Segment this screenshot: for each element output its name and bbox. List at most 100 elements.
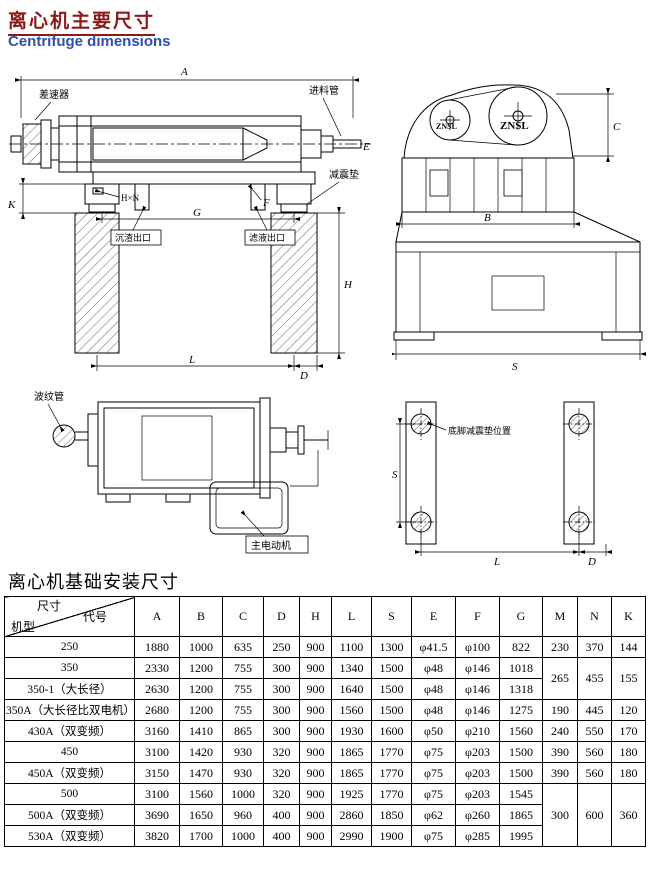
casing (401, 157, 575, 213)
value-cell-S: 1500 (371, 699, 412, 721)
value-cell-N: 560 (577, 741, 612, 763)
value-cell-B: 1200 (179, 699, 223, 721)
base-stand (393, 211, 643, 341)
value-cell-A: 3100 (134, 783, 180, 805)
drawing-end-view: ZNSL ZNSL C B (392, 84, 646, 373)
value-cell-B: 1420 (179, 741, 223, 763)
value-cell-B: 1410 (179, 720, 223, 742)
model-cell: 450A（双变频） (4, 762, 135, 784)
value-cell-S: 1500 (371, 657, 412, 679)
value-cell-M: 390 (542, 741, 578, 763)
model-cell: 350-1（大长径） (4, 678, 135, 700)
value-cell-E: φ75 (411, 783, 456, 805)
value-cell-F: φ146 (455, 699, 500, 721)
value-cell-L: 1865 (331, 762, 372, 784)
dim-label-e: E (362, 141, 370, 153)
value-cell-F: φ146 (455, 657, 500, 679)
foundation-rails (405, 401, 595, 545)
bellows-label: 波纹管 (34, 390, 64, 403)
dim-bottom-group: L D (91, 354, 323, 382)
value-cell-M: 190 (542, 699, 578, 721)
value-cell-B: 1560 (179, 783, 223, 805)
value-cell-A: 1880 (134, 636, 180, 658)
value-cell-S: 1900 (371, 825, 412, 847)
value-cell-M: 230 (542, 636, 578, 658)
sediment-outlet-label: 沉渣出口 (115, 232, 151, 243)
value-cell-F: φ203 (455, 783, 500, 805)
model-cell: 500 (4, 783, 135, 805)
model-cell: 430A（双变频） (4, 720, 135, 742)
dim-k-group: K (7, 178, 89, 219)
value-cell-A: 2630 (134, 678, 180, 700)
label-main-motor-group: 主电动机 (240, 510, 309, 554)
value-cell-A: 3100 (134, 741, 180, 763)
value-cell-K: 180 (611, 762, 646, 784)
drawing-side-view: A E 差速器 进料管 (7, 66, 371, 382)
value-cell-H: 900 (299, 657, 332, 679)
value-cell-F: φ203 (455, 762, 500, 784)
value-cell-M: 265 (542, 657, 578, 700)
column-header-D: D (263, 596, 300, 637)
column-header-E: E (411, 596, 456, 637)
value-cell-B: 1200 (179, 657, 223, 679)
page-title-english: Centrifuge dimensions (8, 33, 171, 50)
value-cell-C: 755 (222, 678, 264, 700)
label-feed-pipe-group: 进料管 (309, 84, 342, 137)
value-cell-N: 600 (577, 783, 612, 847)
machine-housing (97, 397, 271, 503)
value-cell-L: 2860 (331, 804, 372, 826)
value-cell-N: 370 (577, 636, 612, 658)
value-cell-C: 755 (222, 657, 264, 679)
value-cell-K: 360 (611, 783, 646, 847)
brand-text-right: ZNSL (500, 120, 529, 132)
value-cell-D: 400 (263, 804, 300, 826)
column-header-A: A (134, 596, 180, 637)
outlet-labels: 沉渣出口 滤液出口 (110, 205, 296, 246)
model-cell: 250 (4, 636, 135, 658)
value-cell-L: 1340 (331, 657, 372, 679)
value-cell-H: 900 (299, 825, 332, 847)
value-cell-G: 822 (499, 636, 543, 658)
value-cell-A: 3820 (134, 825, 180, 847)
dim-label-f: F (262, 197, 270, 209)
value-cell-F: φ203 (455, 741, 500, 763)
value-cell-M: 240 (542, 720, 578, 742)
value-cell-B: 1470 (179, 762, 223, 784)
value-cell-D: 300 (263, 657, 300, 679)
machine-body (10, 115, 362, 173)
value-cell-D: 300 (263, 720, 300, 742)
value-cell-S: 1500 (371, 678, 412, 700)
dim-s-group: S (392, 340, 646, 373)
value-cell-E: φ48 (411, 657, 456, 679)
value-cell-D: 300 (263, 678, 300, 700)
value-cell-L: 1100 (331, 636, 372, 658)
corner-label-size: 尺寸 (37, 599, 62, 613)
value-cell-C: 960 (222, 804, 264, 826)
value-cell-E: φ48 (411, 678, 456, 700)
dim-c-group: C (556, 88, 621, 162)
column-header-K: K (611, 596, 646, 637)
frame (84, 171, 316, 213)
value-cell-G: 1865 (499, 804, 543, 826)
value-cell-A: 3690 (134, 804, 180, 826)
column-header-G: G (499, 596, 543, 637)
value-cell-N: 560 (577, 762, 612, 784)
value-cell-K: 120 (611, 699, 646, 721)
value-cell-C: 865 (222, 720, 264, 742)
value-cell-L: 1925 (331, 783, 372, 805)
value-cell-L: 1865 (331, 741, 372, 763)
value-cell-A: 2330 (134, 657, 180, 679)
value-cell-C: 930 (222, 741, 264, 763)
value-cell-G: 1545 (499, 783, 543, 805)
value-cell-H: 900 (299, 804, 332, 826)
dim-d-group: D (573, 544, 612, 568)
column-header-L: L (331, 596, 372, 637)
value-cell-F: φ146 (455, 678, 500, 700)
main-motor (209, 481, 289, 535)
